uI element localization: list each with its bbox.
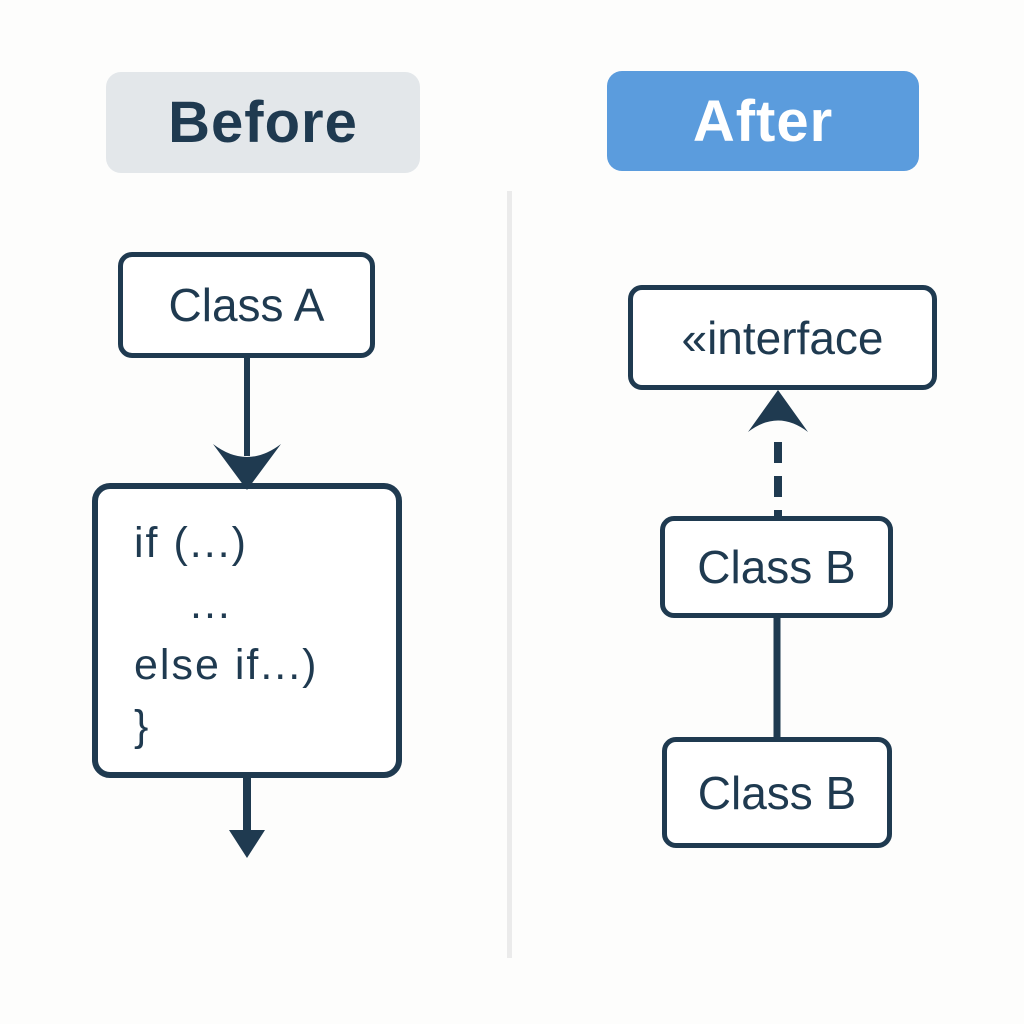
code-line: ... bbox=[190, 580, 232, 628]
node-interface: «interface bbox=[628, 285, 937, 390]
code-line: if (...) bbox=[134, 519, 248, 567]
node-interface-label: «interface bbox=[681, 311, 884, 364]
dashed-arrow-up-icon bbox=[748, 390, 808, 518]
node-class-a-label: Class A bbox=[168, 279, 325, 331]
node-class-b-bottom-label: Class B bbox=[697, 766, 857, 819]
node-if-else-block: if (...) ... else if...) } bbox=[92, 483, 402, 778]
after-badge: After bbox=[607, 71, 919, 171]
panel-divider bbox=[507, 191, 512, 958]
solid-arrow-down-icon bbox=[213, 358, 281, 490]
before-badge: Before bbox=[106, 72, 420, 173]
node-class-a: Class A bbox=[118, 252, 375, 358]
node-class-b-bottom: Class B bbox=[662, 737, 892, 848]
code-line: } bbox=[134, 702, 151, 750]
node-class-b-top: Class B bbox=[660, 516, 893, 618]
solid-arrow-exit-icon bbox=[229, 778, 265, 858]
node-class-b-top-label: Class B bbox=[697, 541, 856, 593]
code-line: else if...) bbox=[134, 641, 319, 689]
